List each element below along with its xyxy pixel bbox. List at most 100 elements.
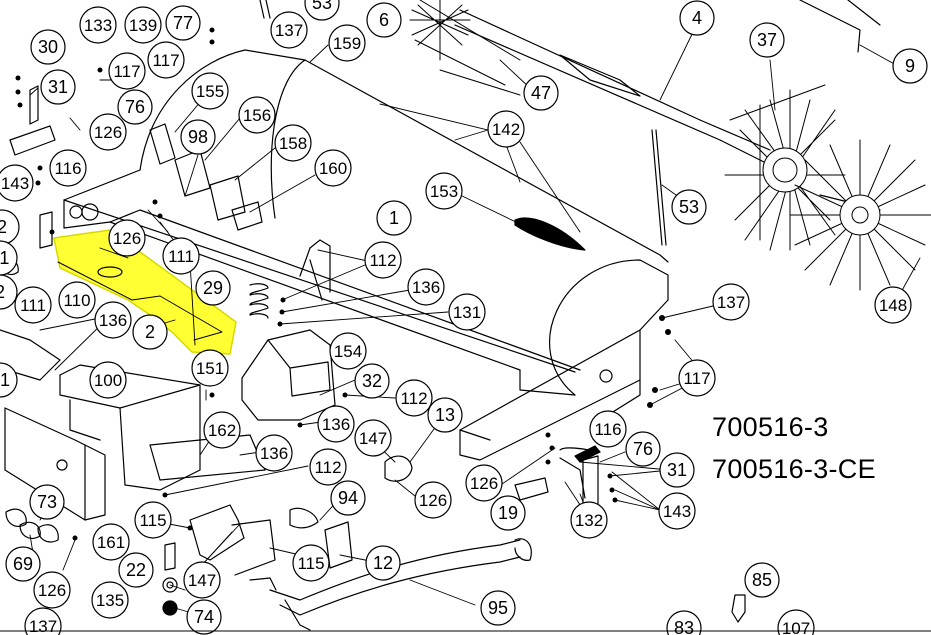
callout-19: 19 [490, 495, 526, 531]
callout-circle [24, 607, 62, 635]
callout-110: 110 [58, 281, 96, 319]
bracket-assembly-right [384, 445, 601, 516]
callout-12: 12 [365, 545, 401, 581]
callout-label: 6 [379, 10, 389, 30]
callout-circle [317, 405, 355, 443]
callout-label: 74 [194, 607, 214, 627]
callout-circle [40, 69, 76, 105]
callout-148: 148 [874, 286, 912, 324]
callout-53: 53 [304, 0, 340, 21]
callout-label: 37 [757, 30, 777, 50]
cover-154 [241, 329, 336, 421]
callout-label: 154 [334, 342, 362, 361]
callout-circle [364, 241, 402, 279]
callout-circle [570, 501, 608, 539]
callout-label: 30 [38, 37, 58, 57]
callout-label: 4 [692, 8, 702, 28]
callout-label: 117 [113, 62, 140, 81]
callout-label: 112 [400, 389, 427, 408]
brush-148 [789, 139, 931, 291]
callout-label: 2 [145, 322, 155, 342]
callout-circle [29, 484, 65, 520]
brush-37 [724, 84, 846, 251]
callout-94: 94 [330, 480, 366, 516]
callout-154: 154 [329, 332, 367, 370]
callout-label: 161 [97, 533, 125, 552]
callout-circle [132, 314, 168, 350]
callout-136: 136 [407, 268, 445, 306]
callout-circle [162, 237, 200, 275]
callout-circle [108, 52, 146, 90]
callout-label: 136 [260, 444, 288, 463]
callout-label: 126 [38, 581, 66, 600]
fasteners [15, 27, 671, 541]
callout-label: 162 [208, 421, 236, 440]
spring-29 [249, 283, 269, 319]
callout-label: 137 [275, 21, 303, 40]
callout-30: 30 [30, 29, 66, 65]
callout-111: 111 [14, 286, 52, 324]
callout-159: 159 [328, 24, 366, 62]
callout-85: 85 [744, 562, 780, 598]
callout-label: 112 [314, 458, 341, 477]
callout-76: 76 [117, 89, 153, 125]
callout-circle [671, 189, 707, 225]
callout-155: 155 [191, 72, 229, 110]
callout-circle [58, 281, 96, 319]
callout-136: 136 [255, 434, 293, 472]
callout-29: 29 [195, 270, 231, 306]
callout-circle [678, 359, 716, 397]
callout-circle [108, 219, 146, 257]
callout-11: 11 [0, 240, 18, 276]
callout-151: 151 [191, 349, 229, 387]
callout-label: 47 [531, 83, 551, 103]
callout-label: 158 [279, 134, 307, 153]
rod-53 [651, 129, 667, 246]
callout-label: 155 [196, 82, 224, 101]
callout-circle [191, 72, 229, 110]
callout-circle [465, 464, 503, 502]
brush-47 [409, 0, 521, 96]
callout-37: 37 [749, 22, 785, 58]
callout-circle [89, 113, 127, 151]
callout-label: 31 [667, 460, 687, 480]
rod-top-53 [259, 0, 271, 19]
callout-73: 73 [29, 484, 65, 520]
callout-label: 32 [362, 371, 382, 391]
callout-158: 158 [274, 124, 312, 162]
callout-circle [744, 562, 780, 598]
callout-label: 116 [594, 420, 621, 439]
callout-circle [448, 293, 486, 331]
callout-137: 137 [270, 11, 308, 49]
callout-label: 94 [338, 488, 358, 508]
housing-body [63, 49, 669, 461]
callout-circle [33, 571, 71, 609]
callout-circle [354, 419, 392, 457]
callout-label: 11 [0, 248, 9, 268]
callout-label: 9 [905, 56, 915, 76]
callout-label: 01 [0, 370, 10, 390]
callout-circle [309, 448, 347, 486]
callout-label: 139 [129, 16, 157, 35]
callout-label: 142 [492, 120, 520, 139]
callout-circle [659, 452, 695, 488]
callout-112: 112 [395, 379, 433, 417]
callout-133: 133 [79, 6, 117, 44]
callout-137: 137 [712, 283, 750, 321]
callout-circle [365, 545, 401, 581]
callout-label: 83 [674, 618, 694, 635]
callout-label: 160 [319, 159, 347, 178]
callout-circle [0, 164, 34, 202]
callout-label: 2 [0, 217, 7, 237]
callout-160: 160 [314, 149, 352, 187]
callout-circle [0, 274, 18, 310]
callout-label: 98 [188, 127, 208, 147]
callout-circle [270, 11, 308, 49]
callout-label: 135 [96, 591, 124, 610]
callout-22: 22 [118, 552, 154, 588]
callout-label: 151 [196, 359, 224, 378]
callout-circle [91, 581, 129, 619]
callout-label: 148 [879, 296, 907, 315]
